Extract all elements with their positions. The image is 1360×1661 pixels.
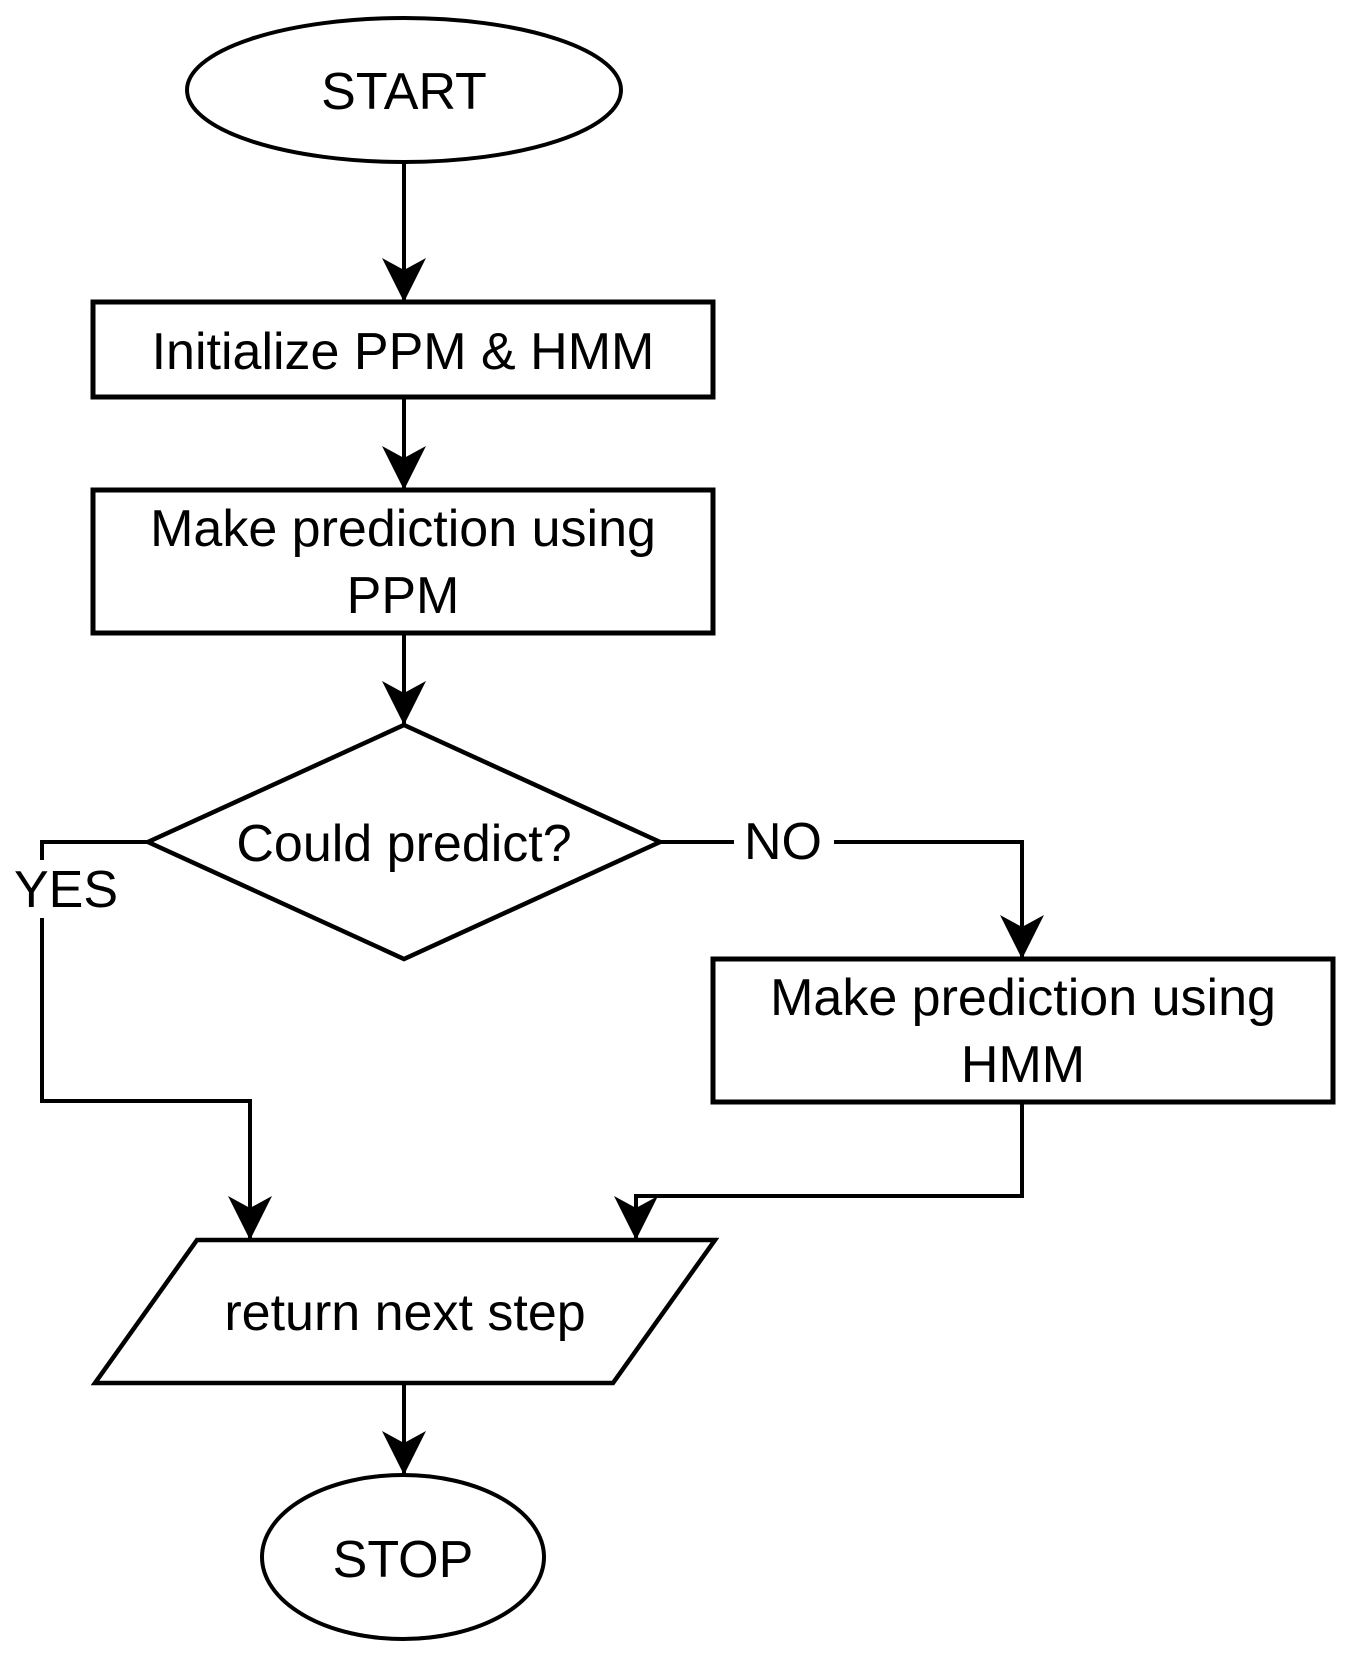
decision-diamond-shape xyxy=(142,722,666,962)
decision-label: Could predict? xyxy=(236,815,571,873)
predict-ppm-label-line1: Make prediction using xyxy=(150,500,656,558)
edge-label-no-group: NO xyxy=(734,812,834,871)
initialize-process-shape xyxy=(90,299,716,400)
no-label-mask xyxy=(734,812,834,870)
node-predict-hmm: Make prediction using HMM xyxy=(710,956,1336,1105)
node-start: START xyxy=(185,16,623,164)
edge-predict-hmm-to-return-step xyxy=(614,1102,1024,1240)
stop-label: STOP xyxy=(333,1531,474,1589)
predict-ppm-process-shape xyxy=(90,487,716,636)
edge-decision-yes-to-return-step xyxy=(40,840,272,1240)
stop-terminator-shape xyxy=(260,1473,546,1641)
yes-edge-label: YES xyxy=(14,861,118,919)
node-initialize: Initialize PPM & HMM xyxy=(90,299,716,400)
return-step-label: return next step xyxy=(224,1284,585,1342)
predict-ppm-label-line2: PPM xyxy=(347,567,460,625)
start-label: START xyxy=(321,63,487,121)
node-decision: Could predict? xyxy=(142,722,666,962)
node-predict-ppm: Make prediction using PPM xyxy=(90,487,716,636)
node-stop: STOP xyxy=(260,1473,546,1641)
predict-hmm-label-line2: HMM xyxy=(961,1036,1085,1094)
return-step-io-shape xyxy=(90,1237,720,1386)
edge-label-yes-group: YES xyxy=(8,860,138,919)
initialize-label: Initialize PPM & HMM xyxy=(152,323,655,381)
no-edge-label: NO xyxy=(744,813,822,871)
predict-hmm-label-line1: Make prediction using xyxy=(770,969,1276,1027)
yes-label-mask xyxy=(8,860,138,918)
start-terminator-shape xyxy=(185,16,623,164)
predict-hmm-process-shape xyxy=(710,956,1336,1105)
edge-decision-no-to-predict-hmm xyxy=(660,840,1044,959)
node-return-step: return next step xyxy=(90,1237,720,1386)
